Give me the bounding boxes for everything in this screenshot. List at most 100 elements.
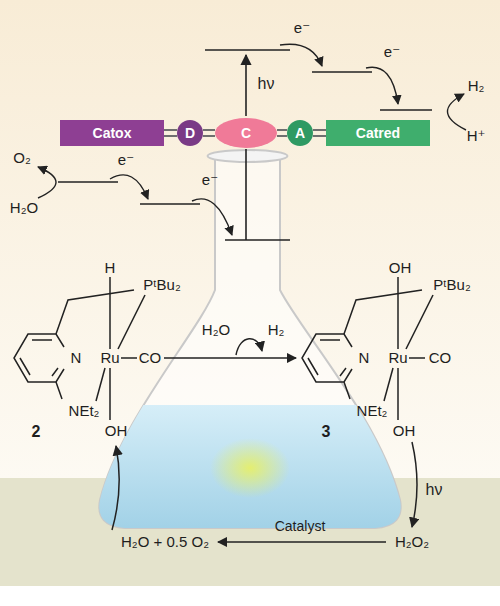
drawing-stroke (96, 368, 105, 401)
species-label: H₂ (468, 78, 485, 95)
electron-label: e⁻ (294, 20, 310, 37)
drawing-stroke (406, 295, 433, 349)
drawing-stroke (205, 49, 290, 51)
drawing-stroke (121, 357, 137, 359)
drawing-stroke (56, 290, 134, 334)
drawing-stroke (245, 149, 247, 240)
compound-number: 3 (322, 423, 331, 441)
acceptor-circle: A (287, 120, 313, 146)
drawing-stroke (308, 340, 346, 376)
complex-3 (302, 277, 433, 420)
drawing-stroke (380, 109, 432, 111)
drawing-stroke (236, 339, 262, 355)
drawing-stroke (109, 277, 111, 349)
catalyst-label: Catalyst (275, 519, 326, 534)
liquid (90, 405, 410, 535)
drawing-stroke (164, 357, 296, 359)
drawing-stroke (447, 94, 466, 130)
electron-label: e⁻ (384, 44, 400, 61)
drawing-stroke (384, 368, 393, 401)
flask (90, 150, 410, 535)
atom-label: PᵗBu₂ (433, 277, 470, 294)
electron-label: e⁻ (202, 172, 218, 189)
catalyst-box: Catred (326, 120, 430, 146)
drawing-stroke (14, 334, 64, 382)
node-text: Catox (93, 126, 132, 140)
glow (210, 438, 290, 498)
species-label: H₂O (10, 200, 38, 217)
drawing-stroke (409, 357, 425, 359)
atom-label: H (105, 260, 116, 277)
species-label: H₂O (202, 322, 230, 339)
chromophore-ellipse: C (215, 118, 277, 148)
drawing-stroke (140, 203, 200, 205)
double-bond-connector (203, 130, 215, 136)
electron-label: e⁻ (118, 152, 134, 169)
species-label: O₂ (13, 150, 31, 167)
reaction-arrows (112, 339, 417, 542)
atom-label: N (71, 350, 82, 367)
species-label: H⁺ (467, 128, 486, 145)
drawing-stroke (192, 199, 232, 235)
node-fill (177, 120, 203, 146)
drawing-stroke (344, 382, 350, 399)
drawing-stroke (58, 181, 118, 183)
node-fill (215, 118, 277, 148)
donor-circle: D (177, 120, 203, 146)
drawing-stroke (245, 55, 247, 116)
drawing-stroke (56, 382, 62, 399)
catalyst-box: Catox (60, 120, 164, 146)
drawing-stroke (110, 175, 148, 199)
drawing-stroke (109, 368, 111, 420)
node-text: Catred (356, 126, 400, 140)
double-bond-connector (277, 130, 287, 136)
drawing-stroke (225, 239, 290, 241)
drawing-stroke (397, 368, 399, 420)
drawing-stroke (302, 334, 352, 382)
node-fill (60, 120, 164, 146)
species-label: H₂O₂ (395, 534, 429, 551)
node-text: C (241, 126, 251, 140)
atom-label: OH (105, 423, 128, 440)
drawing-stroke (20, 340, 58, 376)
atom-label: OH (393, 423, 416, 440)
drawing-stroke (312, 71, 372, 73)
atom-label: NEt₂ (357, 403, 388, 420)
drawing-stroke (344, 290, 422, 334)
atom-label: OH (389, 260, 412, 277)
flask-rim (208, 150, 288, 162)
atom-label: N (359, 350, 370, 367)
light-label: hν (426, 481, 443, 499)
atom-label: PᵗBu₂ (143, 277, 180, 294)
node-text: D (185, 126, 195, 140)
node-fill (287, 120, 313, 146)
drawing-stroke (397, 277, 399, 349)
atom-label: CO (139, 350, 162, 367)
drawing-stroke (218, 541, 386, 543)
species-label: H₂ (268, 322, 285, 339)
drawing-stroke (38, 167, 56, 198)
atom-label: NEt₂ (69, 403, 100, 420)
drawing-stroke (112, 446, 119, 530)
drawing-stroke (118, 295, 145, 349)
electron-arrows (38, 44, 466, 235)
light-label: hν (258, 75, 275, 93)
double-bond-connector (313, 130, 326, 136)
drawing-stroke (280, 44, 322, 66)
atom-label: Ru (100, 350, 119, 367)
bottom-strip (0, 586, 500, 606)
compound-number: 2 (32, 423, 41, 441)
drawing-stroke (412, 442, 417, 527)
atom-label: CO (429, 350, 452, 367)
double-bond-connector (164, 130, 177, 136)
species-label: H₂O + 0.5 O₂ (121, 534, 209, 551)
atom-label: Ru (388, 350, 407, 367)
drawing-stroke (366, 67, 398, 104)
complex-2 (14, 277, 145, 420)
node-fill (326, 120, 430, 146)
node-text: A (295, 126, 305, 140)
energy-levels (58, 50, 432, 240)
